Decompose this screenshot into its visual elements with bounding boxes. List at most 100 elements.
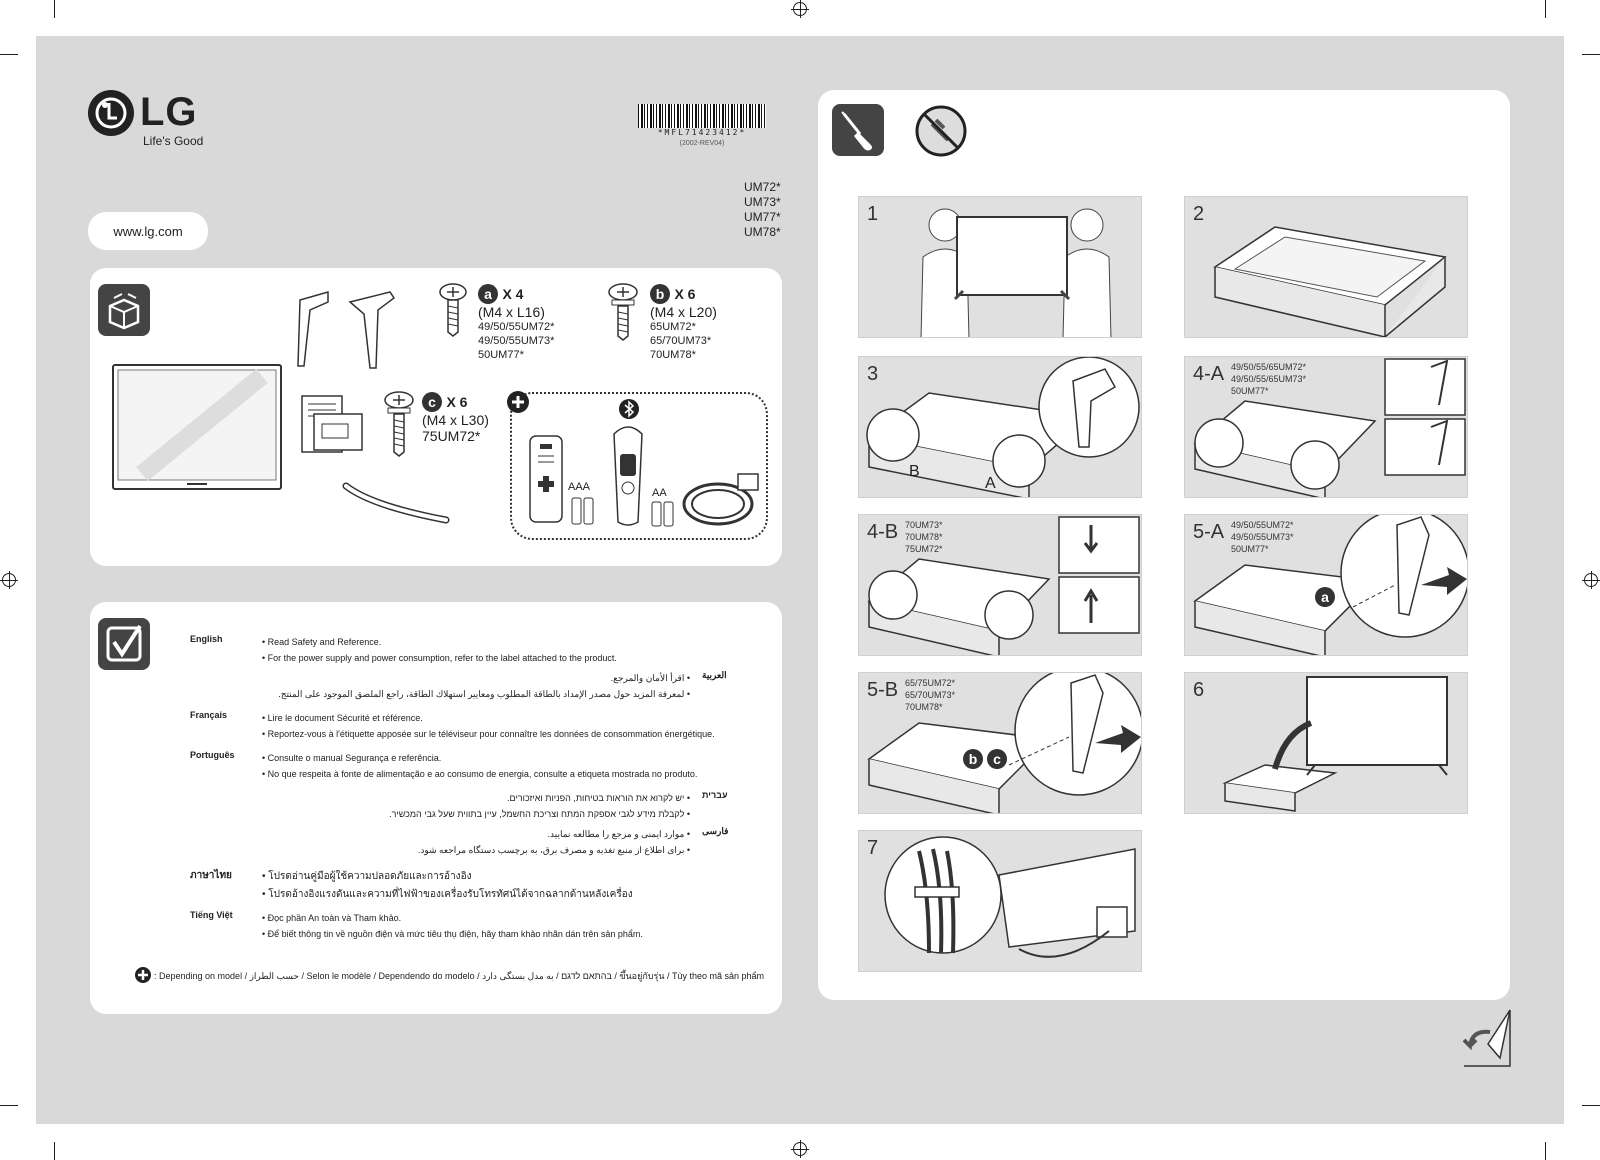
box-contents-icon [98,284,150,336]
power-cord-icon [682,473,759,526]
manuals-icon [301,395,363,453]
lock-stands-illustration [1193,358,1466,497]
screw-stands-large-illustration [867,673,1141,813]
battery-aa-icon [651,501,674,527]
screw-b-model: 70UM78* [650,349,696,361]
step-3-panel: 3 B A [858,356,1142,498]
step-model: 49/50/55/65UM72* [1231,362,1307,372]
plus-icon [507,391,529,413]
language-line: • موارد ایمنی و مرجع را مطالعه نمایید. [547,829,691,839]
cable-management-illustration [884,836,1136,958]
model-item: UM72* [744,180,781,194]
language-name: Français [190,710,228,720]
language-line: • לקבלת מידע לגבי אספקת המתח וצריכת החשמ… [389,809,690,819]
crop-mark [54,0,55,18]
stand-label-a: A [985,475,996,492]
step-4a-panel: 4-A 49/50/55/65UM72* 49/50/55/65UM73* 50… [1184,356,1468,498]
step-2-panel: 2 [1184,196,1468,338]
website-url[interactable]: www.lg.com [88,212,208,250]
screw-b-marker: b [963,749,983,769]
step-model: 75UM72* [905,544,943,554]
registration-mark-icon [1582,571,1600,589]
lg-logo: LG Life's Good [88,86,218,150]
language-name: Português [190,750,235,760]
step-model-list: 49/50/55UM72* 49/50/55UM73* 50UM77* [1231,519,1294,555]
language-text: • Lire le document Sécurité et référence… [262,710,732,742]
safety-info-panel [90,602,782,1014]
model-item: UM78* [744,225,781,239]
battery-aa-label: AA [652,487,667,499]
step-model: 50UM77* [1231,544,1269,554]
screw-b-model: 65UM72* [650,321,696,333]
lift-tv-upright-illustration [1222,676,1448,812]
remote-control-icon [529,435,563,523]
checkmark-icon [98,618,150,670]
step-number: 6 [1193,679,1205,701]
stand-label-b: B [909,463,920,480]
step-number: 2 [1193,203,1205,225]
language-text: • اقرأ الأمان والمرجع. • لمعرفة المزيد ح… [270,670,690,702]
crop-mark [1545,0,1546,18]
model-list: UM72* UM73* UM77* UM78* [744,180,781,240]
screw-a-icon [439,283,467,337]
crop-mark [0,1105,18,1106]
language-text: • Consulte o manual Segurança e referênc… [262,750,732,782]
language-line: • יש לקרוא את הוראות בטיחות, הפניות ואיז… [507,793,690,803]
step-model-list: 70UM73* 70UM78* 75UM72* [905,519,943,555]
step-model-list: 65/75UM72* 65/70UM73* 70UM78* [905,677,955,713]
screw-stands-illustration [1193,515,1467,655]
step-model: 65/70UM73* [905,690,956,700]
screw-b-info: b X 6 (M4 x L20) 65UM72* 65/70UM73* 70UM… [650,284,717,362]
step-5a-panel: 5-A 49/50/55UM72* 49/50/55UM73* 50UM77* … [1184,514,1468,656]
step-model: 49/50/55/65UM73* [1231,374,1307,384]
screw-b-letter: b [650,284,670,304]
screw-c-spec: (M4 x L30) [422,412,489,428]
language-line: • برای اطلاع از منبع تغذیه و مصرف برق، ب… [417,845,690,855]
cable-guide-illustration [342,482,450,524]
language-name: Tiếng Việt [190,910,233,920]
language-line: • For the power supply and power consump… [262,653,617,663]
step-model: 70UM78* [905,702,943,712]
screw-c-icon [384,391,414,457]
language-text: • Read Safety and Reference. • For the p… [262,634,732,666]
language-line: • No que respeita à fonte de alimentação… [262,769,698,779]
revision-text: (2002-REV04) [679,140,725,147]
optional-items-box: AAA AA [507,391,768,540]
crop-mark [1582,54,1600,55]
language-line: • Read Safety and Reference. [262,637,382,647]
step-6-panel: 6 [1184,672,1468,814]
language-text: • موارد ایمنی و مرجع را مطالعه نمایید. •… [270,826,690,858]
tv-on-box-illustration [1213,226,1447,337]
screw-a-model: 49/50/55UM73* [478,335,555,347]
language-line: • Lire le document Sécurité et référence… [262,713,423,723]
step-number: 1 [867,203,879,225]
step-7-panel: 7 [858,830,1142,972]
step-number: 5-A [1193,521,1225,543]
model-item: UM77* [744,210,781,224]
screw-a-info: a X 4 (M4 x L16) 49/50/55UM72* 49/50/55U… [478,284,554,362]
screw-c-qty: X 6 [446,394,468,410]
registration-mark-icon [791,1140,809,1158]
attach-stands-illustration [866,357,1140,497]
language-line: • Consulte o manual Segurança e referênc… [262,753,442,763]
step-number: 5-B [867,679,899,701]
step-5b-panel: 5-B 65/75UM72* 65/70UM73* 70UM78* b c [858,672,1142,814]
screw-a-qty: X 4 [502,286,524,302]
language-name: فارسی [702,826,729,836]
lg-logo-icon [88,90,134,136]
registration-mark-icon [0,571,18,589]
two-people-lifting-tv-illustration [920,208,1112,337]
screw-a-spec: (M4 x L16) [478,304,545,320]
language-line: • Để biết thông tin về nguồn điện và mức… [262,929,643,939]
no-power-tool-icon [915,105,967,157]
screw-c-marker: c [987,749,1007,769]
logo-text: LG [140,90,198,134]
step-model: 70UM78* [905,532,943,542]
language-line: • لمعرفة المزيد حول مصدر الإمداد بالطاقة… [278,689,690,699]
language-text: • Đọc phần An toàn và Tham khảo. • Để bi… [262,910,732,942]
screw-b-spec: (M4 x L20) [650,304,717,320]
screw-a-letter: a [478,284,498,304]
screw-b-model: 65/70UM73* [650,335,712,347]
tv-illustration [112,364,282,490]
bluetooth-icon [619,399,639,419]
